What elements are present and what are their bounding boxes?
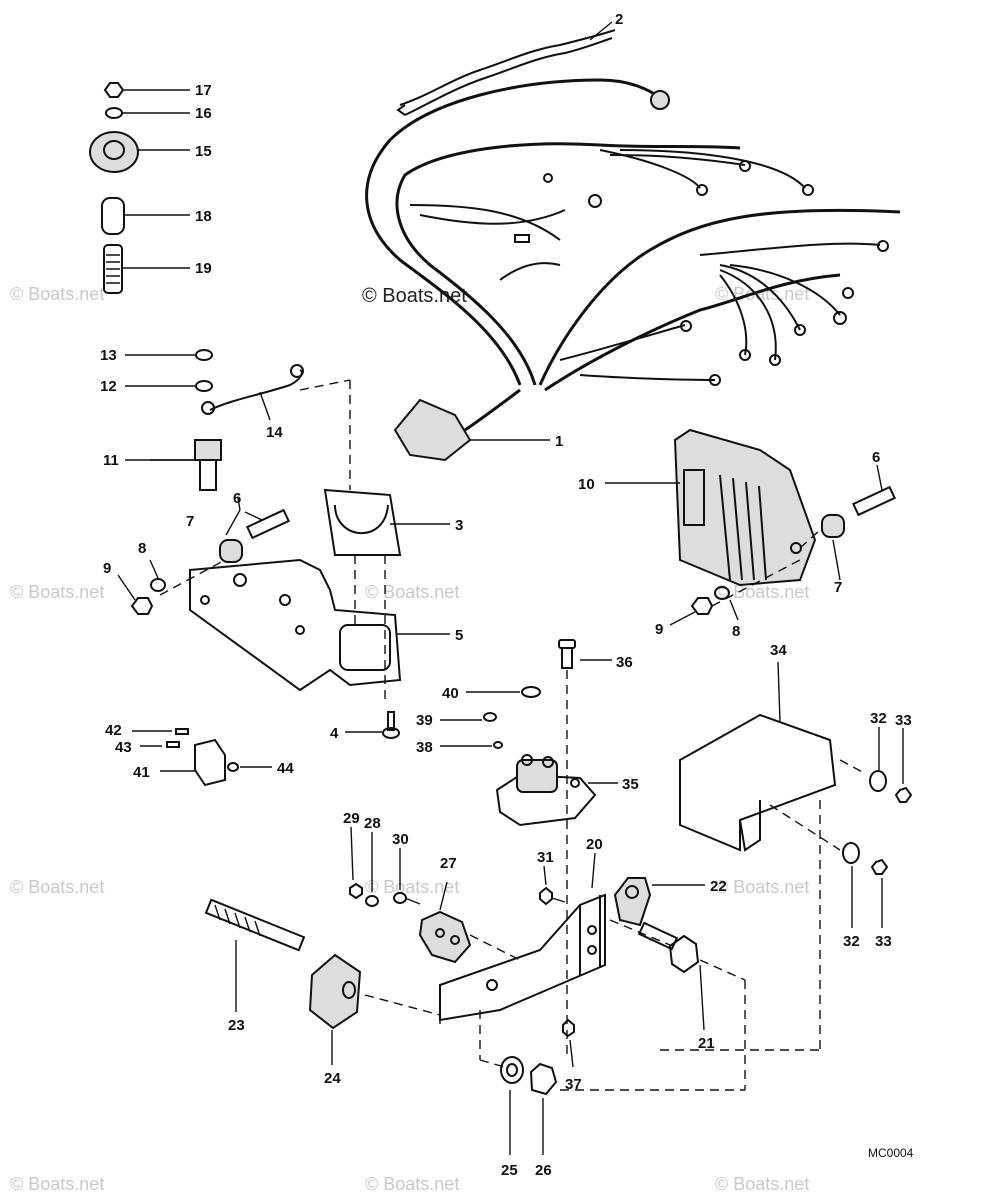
watermark: © Boats.net [365,582,459,602]
callout-c-3: 3 [455,517,463,534]
cover-34 [679,661,867,852]
callout-c-1: 1 [555,433,563,450]
callout-c-13: 13 [100,347,117,364]
switch-27-hardware [349,826,521,964]
dashed-guides [560,800,821,1091]
callout-c-33a: 33 [895,712,912,729]
callout-c-26: 26 [535,1162,552,1179]
left-parts [125,349,304,491]
callout-c-27: 27 [440,855,457,872]
callout-c-35: 35 [622,776,639,793]
callout-c-22: 22 [710,878,727,895]
callout-c-29: 29 [343,810,360,827]
callout-numbers: 2171615181913121411110667738899536344043… [100,11,912,1179]
watermark: © Boats.net [365,877,459,897]
callout-c-23: 23 [228,1017,245,1034]
callout-c-8b: 8 [732,623,740,640]
callout-c-9b: 9 [655,621,663,638]
callout-c-5: 5 [455,627,463,644]
callout-c-19: 19 [195,260,212,277]
callout-c-14: 14 [266,424,283,441]
solenoid-35 [495,754,618,827]
callout-c-8a: 8 [138,540,146,557]
callout-c-38: 38 [416,739,433,756]
callout-c-25: 25 [501,1162,518,1179]
bracket-assembly [117,379,450,700]
module-10 [605,428,896,626]
callout-c-28: 28 [364,815,381,832]
callout-c-40: 40 [442,685,459,702]
callout-c-6b: 6 [872,449,880,466]
callout-c-32a: 32 [870,710,887,727]
screw-4 [345,711,400,739]
mount-bracket-20 [439,852,746,1031]
watermark: © Boats.net [10,284,104,304]
callout-c-16: 16 [195,105,212,122]
callout-c-42: 42 [105,722,122,739]
callout-c-44: 44 [277,760,294,777]
callout-c-7b: 7 [834,579,842,596]
watermarks: © Boats.net © Boats.net © Boats.net © Bo… [10,284,809,1194]
callout-c-36: 36 [616,654,633,671]
watermark: © Boats.net [365,1174,459,1194]
watermark: © Boats.net [10,582,104,602]
callout-c-10: 10 [578,476,595,493]
watermark-center: © Boats.net [362,285,467,307]
callout-c-15: 15 [195,143,212,160]
callout-c-6a: 6 [233,490,241,507]
callout-c-39: 39 [416,712,433,729]
callout-c-21: 21 [698,1035,715,1052]
watermark: © Boats.net [715,582,809,602]
wiring-harness [365,29,901,462]
block-41 [132,728,272,787]
callout-c-17: 17 [195,82,212,99]
callout-c-33b: 33 [875,933,892,950]
callout-c-4: 4 [330,725,339,742]
stud-spacer-nut [204,898,575,1155]
callout-c-12: 12 [100,378,117,395]
callout-c-31: 31 [537,849,554,866]
callout-c-2: 2 [615,11,623,28]
misc-leaders [150,21,613,461]
callout-c-7a: 7 [186,513,194,530]
watermark: © Boats.net [10,1174,104,1194]
callout-c-37: 37 [565,1076,582,1093]
washers-32-33 [842,727,913,928]
callout-c-18: 18 [195,208,212,225]
callout-c-34: 34 [770,642,787,659]
watermark: © Boats.net [715,877,809,897]
callout-c-20: 20 [586,836,603,853]
callout-c-43: 43 [115,739,132,756]
small-hardware [440,639,612,1055]
callout-c-41: 41 [133,764,150,781]
callout-c-9a: 9 [103,560,111,577]
callout-c-24: 24 [324,1070,341,1087]
watermark: © Boats.net [10,877,104,897]
top-left-parts [89,82,190,294]
callout-c-32b: 32 [843,933,860,950]
callout-c-30: 30 [392,831,409,848]
watermark: © Boats.net [715,1174,809,1194]
callout-c-11: 11 [103,452,119,469]
drawing-code: MC0004 [868,1146,914,1160]
